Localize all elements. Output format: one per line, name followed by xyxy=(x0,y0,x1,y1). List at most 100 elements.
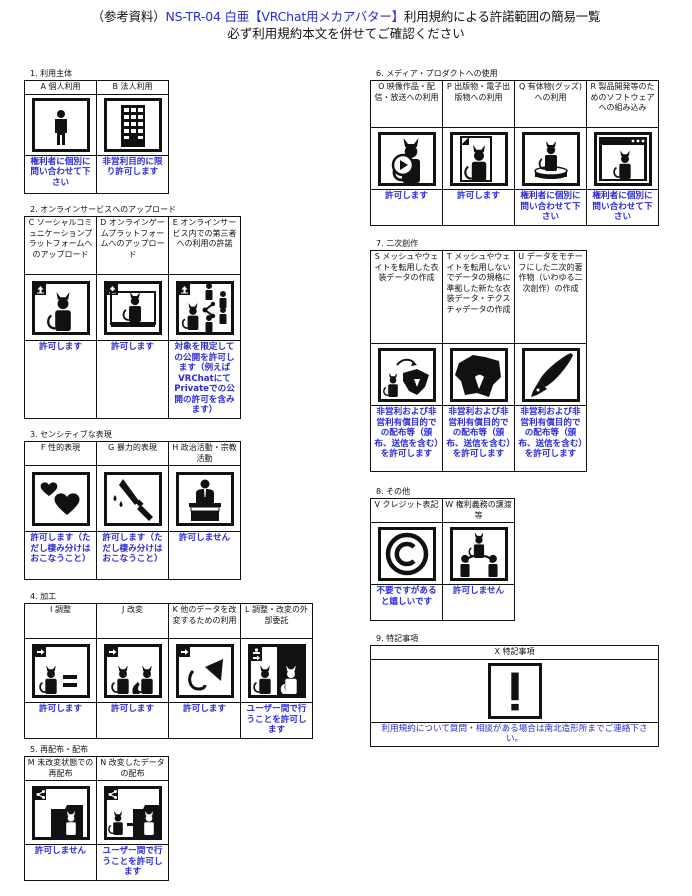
item-header-h: H 政治活動・宗教活動 xyxy=(168,441,241,466)
license-table: V クレジット表記 W 権利義務の譲渡等 不要ですがあると嬉しいです 許可しませ… xyxy=(370,498,515,621)
permission-h: 許可しません xyxy=(168,531,241,580)
section-processing: 4. 加工 I 調整 J 改変 K 他のデータを改変するための利用 L 調整・改… xyxy=(24,592,313,739)
license-table: O 映像作品・配信・放送への利用 P 出版物・電子出版物への利用 Q 有体物(グ… xyxy=(370,80,659,226)
permission-m: 許可しません xyxy=(24,844,97,881)
section-usage-subject: 1. 利用主体 A 個人利用 B 法人利用 権利者に個別に問い合わせて下さい 非… xyxy=(24,69,169,194)
title-product: NS-TR-04 白亜【VRChat用メカアバター】 xyxy=(165,9,404,24)
transfer-rights-icon xyxy=(449,526,508,581)
license-table: I 調整 J 改変 K 他のデータを改変するための利用 L 調整・改変の外部委託… xyxy=(24,603,313,739)
section-sensitive-expression: 3. センシティブな表現 F 性的表現 G 暴力的表現 H 政治活動・宗教活動 … xyxy=(24,430,241,580)
figure-icon xyxy=(521,131,580,186)
section-title: 3. センシティブな表現 xyxy=(30,430,112,439)
permission-v: 不要ですがあると嬉しいです xyxy=(370,584,443,621)
page-subtitle: 必ず利用規約本文を併せてご確認ください xyxy=(227,26,465,41)
permission-a: 権利者に個別に問い合わせて下さい xyxy=(24,154,97,194)
section-title: 5. 再配布・配布 xyxy=(30,745,89,754)
item-header-r: R 製品開発等のためのソフトウェアへの組み込み xyxy=(586,80,659,128)
permission-t: 非営利および非営利有償目的での配布等（頒布、送信を含む）を許可します xyxy=(442,405,515,472)
item-header-x: X 特記事項 xyxy=(370,645,659,660)
pen-icon xyxy=(521,347,580,402)
permission-d: 許可します xyxy=(96,340,169,419)
permission-p: 許可します xyxy=(442,189,515,226)
person-icon xyxy=(31,97,90,152)
adjust-icon xyxy=(31,643,90,698)
modify-icon xyxy=(103,643,162,698)
section-title: 2. オンラインサービスへのアップロード xyxy=(30,205,177,214)
license-table: X 特記事項 利用規約について質問・相談がある場合は南北造形所までご連絡下さい。 xyxy=(370,645,659,747)
item-header-n: N 改変したデータの配布 xyxy=(96,756,169,781)
upload-share-icon xyxy=(175,280,234,335)
item-header-d: D オンラインゲームプラットフォームへのアップロード xyxy=(96,216,169,275)
podium-icon xyxy=(175,471,234,526)
item-header-i: I 調整 xyxy=(24,603,97,639)
publication-icon xyxy=(449,131,508,186)
permission-l: ユーザー間で行うことを許可します xyxy=(240,702,313,739)
document-header: （参考資料）NS-TR-04 白亜【VRChat用メカアバター】利用規約による許… xyxy=(0,8,692,42)
item-header-g: G 暴力的表現 xyxy=(96,441,169,466)
license-table: S メッシュやウェイトを転用した衣装データの作成 T メッシュやウェイトを転用し… xyxy=(370,250,587,472)
costume-transfer-icon xyxy=(377,347,436,402)
permission-r: 権利者に個別に問い合わせて下さい xyxy=(586,189,659,226)
item-header-t: T メッシュやウェイトを転用しないでデータの規格に準拠した新たな衣装データ・テク… xyxy=(442,250,515,344)
license-table: F 性的表現 G 暴力的表現 H 政治活動・宗教活動 許可します（ただし棲み分け… xyxy=(24,441,241,580)
outsource-icon xyxy=(247,643,306,698)
costume-icon xyxy=(449,347,508,402)
permission-x: 利用規約について質問・相談がある場合は南北造形所までご連絡下さい。 xyxy=(370,721,659,747)
copyright-icon xyxy=(377,526,436,581)
permission-q: 権利者に個別に問い合わせて下さい xyxy=(514,189,587,226)
software-icon xyxy=(593,131,652,186)
title-suffix: 利用規約による許諾範囲の簡易一覧 xyxy=(403,9,601,24)
upload-social-icon xyxy=(31,280,90,335)
item-header-s: S メッシュやウェイトを転用した衣装データの作成 xyxy=(370,250,443,344)
permission-o: 許可します xyxy=(370,189,443,226)
permission-g: 許可します（ただし棲み分けはおこなうこと） xyxy=(96,531,169,580)
item-header-k: K 他のデータを改変するための利用 xyxy=(168,603,241,639)
video-icon xyxy=(377,131,436,186)
upload-game-icon xyxy=(103,280,162,335)
permission-b: 非営利目的に限り許可します xyxy=(96,154,169,194)
license-table: C ソーシャルコミュニケーションプラットフォームへのアップロード D オンライン… xyxy=(24,216,241,419)
section-title: 6. メディア・プロダクトへの使用 xyxy=(376,69,498,78)
permission-w: 許可しません xyxy=(442,584,515,621)
permission-f: 許可します（ただし棲み分けはおこなうこと） xyxy=(24,531,97,580)
building-icon xyxy=(103,97,162,152)
license-table: M 未改変状態での再配布 N 改変したデータの配布 許可しません ユーザー間で行… xyxy=(24,756,169,881)
license-table: A 個人利用 B 法人利用 権利者に個別に問い合わせて下さい 非営利目的に限り許… xyxy=(24,80,169,194)
section-title: 4. 加工 xyxy=(30,592,57,601)
section-title: 8. その他 xyxy=(376,487,411,496)
section-title: 9. 特記事項 xyxy=(376,634,419,643)
item-header-w: W 権利義務の譲渡等 xyxy=(442,498,515,523)
section-redistribution: 5. 再配布・配布 M 未改変状態での再配布 N 改変したデータの配布 許可しま… xyxy=(24,745,169,881)
item-header-l: L 調整・改変の外部委託 xyxy=(240,603,313,639)
item-header-o: O 映像作品・配信・放送への利用 xyxy=(370,80,443,128)
permission-u: 非営利および非営利有償目的での配布等（頒布、送信を含む）を許可します xyxy=(514,405,587,472)
item-header-e: E オンラインサービス内での第三者への利用の許諾 xyxy=(168,216,241,275)
item-header-p: P 出版物・電子出版物への利用 xyxy=(442,80,515,128)
redistribute-icon xyxy=(31,785,90,840)
section-title: 7. 二次創作 xyxy=(376,239,419,248)
permission-i: 許可します xyxy=(24,702,97,739)
item-header-m: M 未改変状態での再配布 xyxy=(24,756,97,781)
item-header-a: A 個人利用 xyxy=(24,80,97,95)
section-title: 1. 利用主体 xyxy=(30,69,73,78)
permission-j: 許可します xyxy=(96,702,169,739)
item-header-j: J 改変 xyxy=(96,603,169,639)
section-special-notes: 9. 特記事項 X 特記事項 利用規約について質問・相談がある場合は南北造形所ま… xyxy=(370,634,659,747)
distribute-modified-icon xyxy=(103,785,162,840)
item-header-f: F 性的表現 xyxy=(24,441,97,466)
permission-c: 許可します xyxy=(24,340,97,419)
item-header-u: U データをモチーフにした二次的著作物（いわゆる二次創作）の作成 xyxy=(514,250,587,344)
item-header-c: C ソーシャルコミュニケーションプラットフォームへのアップロード xyxy=(24,216,97,275)
section-derivative-works: 7. 二次創作 S メッシュやウェイトを転用した衣装データの作成 T メッシュや… xyxy=(370,239,587,472)
knife-icon xyxy=(103,471,162,526)
hearts-icon xyxy=(31,471,90,526)
title-prefix: （参考資料） xyxy=(91,9,166,24)
section-media-product: 6. メディア・プロダクトへの使用 O 映像作品・配信・放送への利用 P 出版物… xyxy=(370,69,659,226)
permission-e: 対象を限定しての公開を許可します（例えばVRChatにてPrivateでの公開の… xyxy=(168,340,241,419)
permission-n: ユーザー間で行うことを許可します xyxy=(96,844,169,881)
item-header-q: Q 有体物(グッズ)への利用 xyxy=(514,80,587,128)
section-other: 8. その他 V クレジット表記 W 権利義務の譲渡等 不要ですがあると嬉しいで… xyxy=(370,487,515,621)
reuse-data-icon xyxy=(175,643,234,698)
exclamation-icon xyxy=(487,662,542,719)
section-online-upload: 2. オンラインサービスへのアップロード C ソーシャルコミュニケーションプラッ… xyxy=(24,205,241,419)
